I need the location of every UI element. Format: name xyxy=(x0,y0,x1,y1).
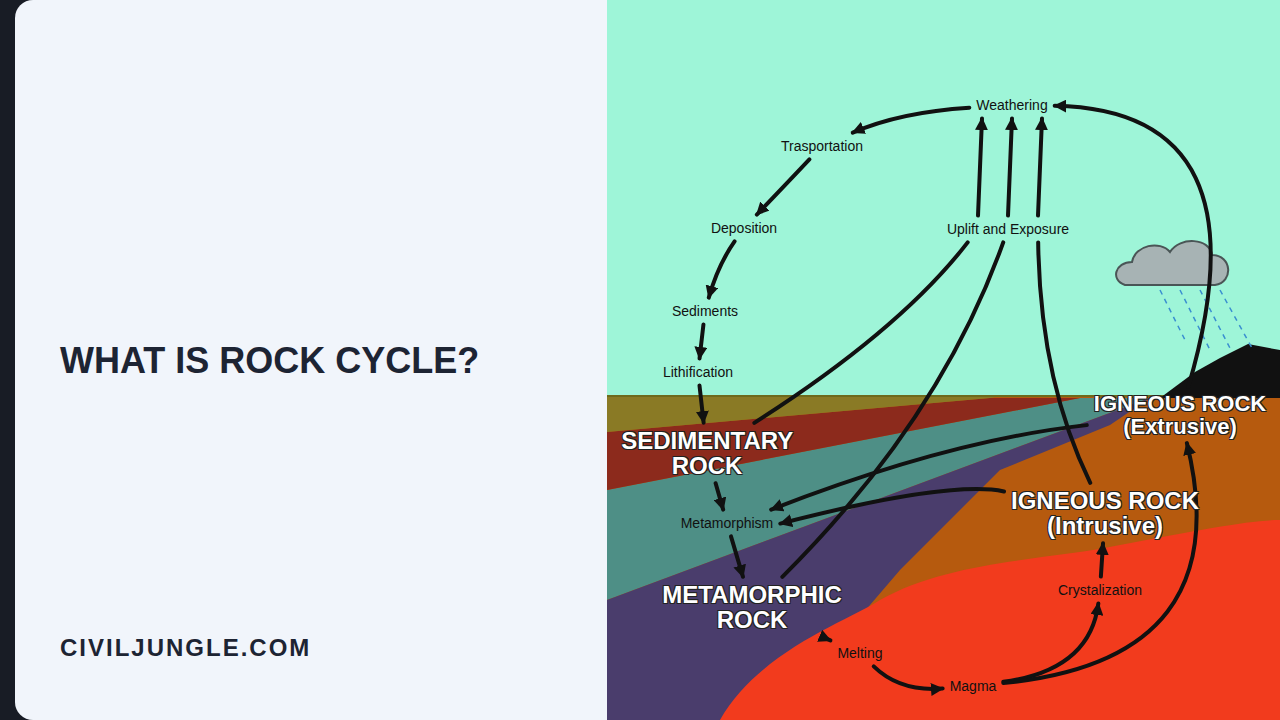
cycle-arrow xyxy=(823,637,831,640)
cycle-arrow xyxy=(709,241,735,297)
stage-label-node: Sediments xyxy=(668,301,742,322)
stage-label-node: Crystalization xyxy=(1054,580,1146,601)
process-label: Weathering xyxy=(976,97,1047,114)
cycle-arrow xyxy=(731,536,743,576)
sky xyxy=(607,0,1280,720)
rock-label-node: METAMORPHIC ROCK xyxy=(658,580,846,634)
rock-label-node: IGNEOUS ROCK(Extrusive) xyxy=(1090,390,1270,440)
cycle-arrow xyxy=(1003,603,1098,681)
process-label: Trasportation xyxy=(781,138,863,155)
stage-label-node: Magma xyxy=(946,676,1001,697)
process-label: Melting xyxy=(837,645,882,662)
stage-label-node: Lithification xyxy=(659,362,737,383)
stage-label-node: Deposition xyxy=(707,218,781,239)
ground-surface xyxy=(607,395,1165,397)
cycle-arrow xyxy=(754,242,967,422)
stage-label-node: Melting xyxy=(833,643,886,664)
rock-name: (Intrusive) xyxy=(1011,513,1199,538)
mountain xyxy=(1160,344,1280,398)
cycle-arrow xyxy=(1038,118,1042,215)
cycle-arrow xyxy=(853,108,970,133)
process-label: Deposition xyxy=(711,220,777,237)
card-panel xyxy=(15,0,635,720)
sedimentary-layer xyxy=(607,396,1000,432)
process-label: Metamorphism xyxy=(681,515,774,532)
cycle-arrow xyxy=(1101,543,1103,576)
rock-name: (Extrusive) xyxy=(1094,415,1266,438)
stage-label-node: Trasportation xyxy=(777,136,867,157)
cycle-arrow xyxy=(780,489,1004,523)
process-label: Lithification xyxy=(663,364,733,381)
cycle-arrow xyxy=(1008,118,1012,215)
page-title: WHAT IS ROCK CYCLE? xyxy=(60,340,479,382)
rock-name: METAMORPHIC ROCK xyxy=(662,582,842,632)
cycle-arrow xyxy=(782,242,1003,576)
magma-layer xyxy=(720,520,1280,720)
cycle-arrow xyxy=(1038,242,1090,482)
rock-name: IGNEOUS ROCK xyxy=(1094,392,1266,415)
process-label: Crystalization xyxy=(1058,582,1142,599)
rock-label-node: IGNEOUS ROCK(Intrusive) xyxy=(1007,486,1203,540)
igneous-layer xyxy=(607,396,1280,720)
cycle-arrow xyxy=(716,483,724,509)
cycle-arrow xyxy=(1003,443,1196,683)
cycle-arrow xyxy=(700,324,704,358)
process-label: Uplift and Exposure xyxy=(947,221,1069,238)
process-label: Magma xyxy=(950,678,997,695)
cycle-arrow xyxy=(978,118,982,215)
site-label: CIVILJUNGLE.COM xyxy=(60,634,311,662)
stage-label-node: Uplift and Exposure xyxy=(943,219,1073,240)
cycle-arrow xyxy=(1055,106,1211,387)
cycle-arrow xyxy=(874,666,943,689)
rock-label-node: SEDIMENTARY ROCK xyxy=(617,426,797,480)
stage-label-node: Weathering xyxy=(972,95,1051,116)
cycle-arrow xyxy=(699,385,703,422)
rock-name: IGNEOUS ROCK xyxy=(1011,488,1199,513)
process-label: Sediments xyxy=(672,303,738,320)
stage-label-node: Metamorphism xyxy=(677,513,778,534)
cycle-arrow xyxy=(757,159,810,214)
rock-name: SEDIMENTARY ROCK xyxy=(621,428,793,478)
